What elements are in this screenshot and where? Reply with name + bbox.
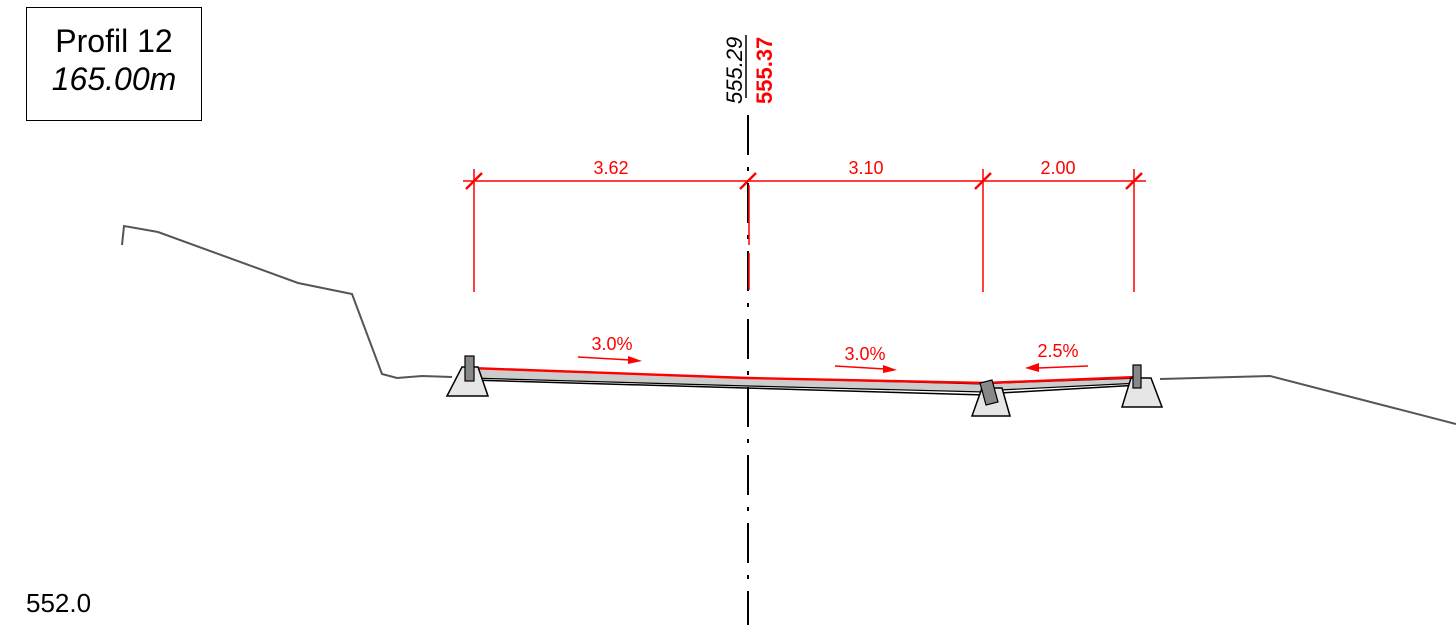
- design-surface: [469, 366, 986, 385]
- profile-station: 165.00m: [51, 61, 177, 97]
- slope-arrow-3: [1025, 363, 1089, 372]
- design-elevation: 555.37: [752, 37, 777, 104]
- slope-arrow-1: [577, 356, 642, 364]
- curb-right: [1120, 364, 1164, 408]
- slope-label-2: 3.0%: [844, 344, 885, 364]
- design-surface-right: [984, 375, 1139, 385]
- dimension-label-1: 3.62: [593, 158, 628, 178]
- slope-label-3: 2.5%: [1037, 341, 1078, 361]
- subgrade-line-right: [999, 384, 1141, 394]
- dimension-chain: [463, 169, 1146, 292]
- curb-left: [445, 355, 490, 397]
- datum-level: 552.0: [26, 588, 92, 618]
- slope-arrow-2: [834, 365, 897, 373]
- subgrade-line: [469, 379, 986, 396]
- terrain-line: [121, 224, 453, 380]
- profile-title-box: Profil 12 165.00m: [26, 7, 202, 121]
- terrain-line-right: [1159, 374, 1456, 425]
- dimension-label-3: 2.00: [1040, 158, 1075, 178]
- dimension-label-2: 3.10: [848, 158, 883, 178]
- profile-name: Profil 12: [55, 23, 173, 59]
- slope-label-1: 3.0%: [591, 334, 632, 354]
- curb-middle: [970, 379, 1011, 417]
- existing-elevation: 555.29: [722, 37, 747, 104]
